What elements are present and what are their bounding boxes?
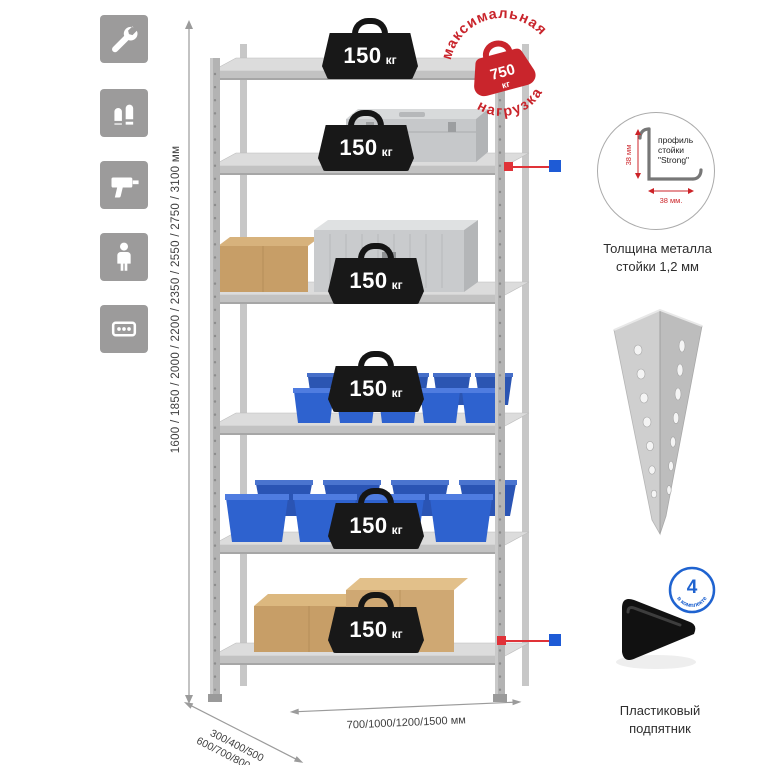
profile-dim-vertical: 38 мм xyxy=(624,129,641,179)
gloves-glyph xyxy=(113,104,134,125)
perforated-profile-glyph xyxy=(111,321,137,337)
weight-handle xyxy=(358,488,394,506)
metal-thickness-caption: Толщина металла стойки 1,2 мм xyxy=(603,241,712,274)
profile-dim-horizontal: 38 мм. xyxy=(648,188,694,205)
weight-handle xyxy=(358,351,394,369)
shelf-load-badge: 150 кг xyxy=(328,592,424,653)
shelf-load-badge: 150 кг xyxy=(328,351,424,412)
load-unit: кг xyxy=(385,52,397,67)
profile-label: профиль стойки "Strong" xyxy=(658,135,694,165)
svg-text:38 мм.: 38 мм. xyxy=(660,196,683,205)
drill-glyph xyxy=(111,177,139,198)
load-value: 150 xyxy=(349,376,388,401)
wrench-glyph xyxy=(112,26,138,53)
depth-dimension-line xyxy=(183,702,304,763)
callout-marker-blue xyxy=(549,634,561,646)
callout-marker-line xyxy=(512,166,552,168)
shelf-load-badge: 150 кг xyxy=(328,488,424,549)
cardboard-box-small xyxy=(218,237,320,292)
load-unit: кг xyxy=(391,277,403,292)
profile-drawing: 38 мм 38 мм. профиль стойки "Strong" xyxy=(624,127,703,205)
back-post-right xyxy=(522,44,529,686)
svg-text:стойки: стойки xyxy=(658,145,684,155)
kit-count-badge: 4 в комплекте xyxy=(668,566,716,614)
width-dimension-line xyxy=(289,699,522,715)
load-unit: кг xyxy=(391,385,403,400)
width-dimension-label: 700/1000/1200/1500 мм xyxy=(346,714,467,732)
wrench-icon xyxy=(100,15,148,63)
svg-text:"Strong": "Strong" xyxy=(658,155,689,165)
front-post-right xyxy=(493,58,507,702)
foot-caption: Пластиковый подпятник xyxy=(619,703,701,736)
shelf-load-badge: 150 кг xyxy=(322,18,418,79)
depth-dimension: 300/400/500 600/700/800 мм xyxy=(168,694,307,765)
person-glyph xyxy=(117,242,131,271)
callout-marker-red xyxy=(504,162,513,171)
weight-body: 150 кг xyxy=(328,503,424,549)
upright-post-image xyxy=(613,309,703,536)
load-value: 150 xyxy=(349,268,388,293)
weight-handle xyxy=(352,18,388,36)
depth-dimension-label: 300/400/500 600/700/800 мм xyxy=(194,727,268,765)
stamp-weight-value: 750 xyxy=(488,61,517,84)
max-load-stamp: максимальная нагрузка 750 кг xyxy=(436,4,552,128)
callout-marker-blue xyxy=(549,160,561,172)
gloves-icon xyxy=(100,89,148,137)
width-dimension: 700/1000/1200/1500 мм xyxy=(289,693,522,734)
stamp-weight-handle xyxy=(482,40,513,59)
shelf-load-badge: 150 кг xyxy=(328,243,424,304)
callout-marker-line xyxy=(505,640,551,642)
drill-icon xyxy=(100,161,148,209)
stamp-weight-body xyxy=(474,48,536,97)
load-unit: кг xyxy=(391,522,403,537)
perforated-profile-icon xyxy=(100,305,148,353)
svg-text:38 мм: 38 мм xyxy=(624,145,633,166)
load-unit: кг xyxy=(381,144,393,159)
shelf-load-badge: 150 кг xyxy=(318,110,414,171)
weight-handle xyxy=(358,592,394,610)
back-post-left xyxy=(240,44,247,686)
weight-body: 150 кг xyxy=(318,125,414,171)
svg-text:профиль: профиль xyxy=(658,135,694,145)
weight-body: 150 кг xyxy=(328,366,424,412)
load-value: 150 xyxy=(343,43,382,68)
weight-body: 150 кг xyxy=(328,258,424,304)
height-dimension-line xyxy=(185,20,193,704)
front-post-left xyxy=(208,58,222,702)
kit-count-number: 4 xyxy=(687,577,698,598)
weight-handle xyxy=(348,110,384,128)
weight-body: 150 кг xyxy=(322,33,418,79)
plastic-foot-image xyxy=(616,599,696,669)
stamp-weight-unit: кг xyxy=(501,79,512,91)
weight-handle xyxy=(358,243,394,261)
load-value: 150 xyxy=(349,513,388,538)
load-value: 150 xyxy=(349,617,388,642)
profile-detail-circle: 38 мм 38 мм. профиль стойки "Strong" xyxy=(597,112,715,230)
load-value: 150 xyxy=(339,135,378,160)
load-unit: кг xyxy=(391,626,403,641)
weight-body: 150 кг xyxy=(328,607,424,653)
person-icon xyxy=(100,233,148,281)
callout-marker-red xyxy=(497,636,506,645)
